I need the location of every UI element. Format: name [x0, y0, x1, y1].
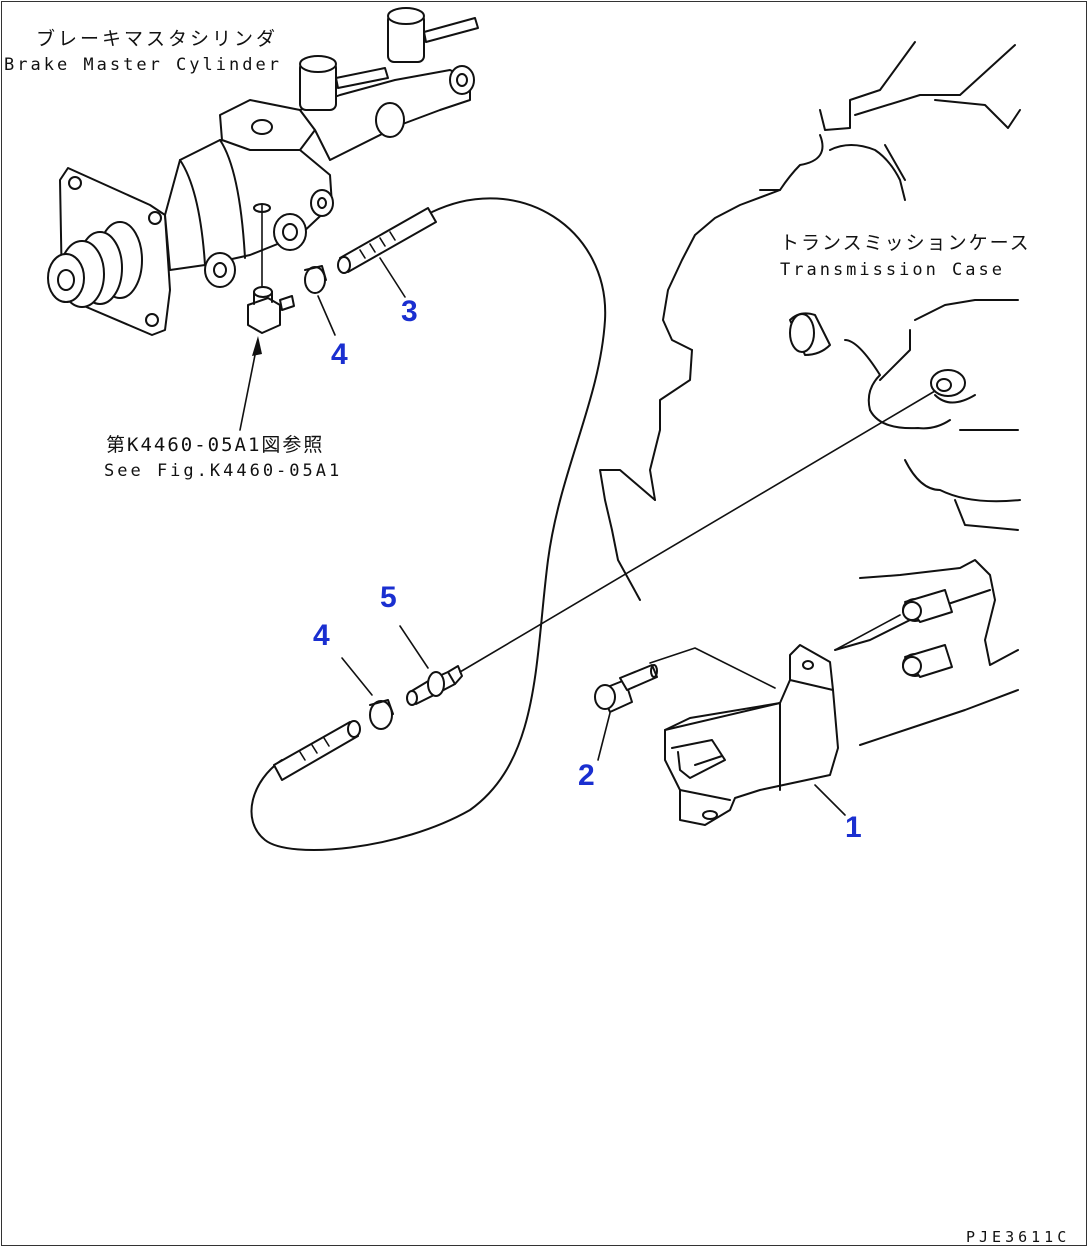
hose-loop-line — [250, 197, 607, 851]
callout-part-2: 2 — [578, 759, 595, 792]
callout-part-5: 5 — [380, 581, 397, 614]
transmission-case-drawing — [599, 41, 1021, 746]
clip-lower-drawing — [341, 657, 394, 730]
nipple-drawing — [399, 387, 941, 706]
brake-master-cylinder-drawing — [47, 7, 479, 336]
callout-part-4-upper: 4 — [331, 338, 348, 371]
figure-code: PJE3611C — [966, 1228, 1071, 1246]
callout-part-3: 3 — [401, 295, 418, 328]
callout-part-4-lower: 4 — [313, 619, 330, 652]
transmission-case-en-label: Transmission Case — [780, 260, 1005, 280]
transmission-case-jp-label: トランスミッションケース — [780, 232, 1031, 254]
clip-upper-drawing — [304, 265, 336, 336]
bolt-drawing — [594, 664, 658, 761]
master-cylinder-jp-label: ブレーキマスタシリンダ — [36, 28, 279, 50]
callout-part-1: 1 — [845, 811, 862, 844]
see-fig-en-label: See Fig.K4460-05A1 — [104, 461, 343, 481]
see-fig-jp-label: 第K4460-05A1図参照 — [106, 434, 325, 456]
master-cylinder-en-label: Brake Master Cylinder — [4, 55, 282, 75]
elbow-fitting-drawing — [239, 286, 295, 431]
hose-upper-drawing — [337, 207, 437, 298]
bracket-drawing — [649, 644, 846, 826]
hose-lower-drawing — [273, 720, 361, 781]
